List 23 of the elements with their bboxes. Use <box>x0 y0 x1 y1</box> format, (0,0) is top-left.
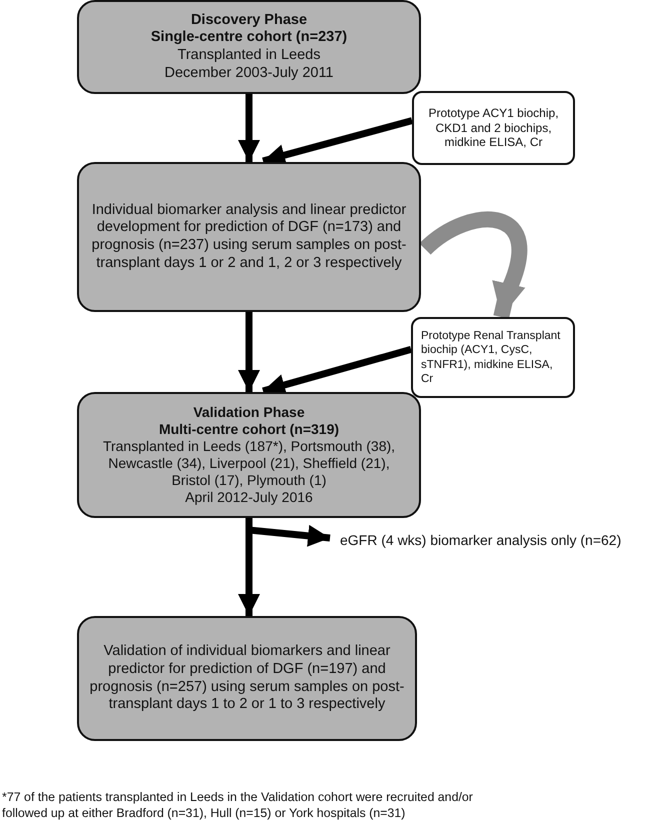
footnote: *77 of the patients transplanted in Leeds in the Validation cohort were recruited and/or followed up at either Bradford (n=31), Hull (n=15) or York hospitals (n=31) <box>2 790 474 821</box>
box-text: eGFR (4 wks) biomarker analysis only (n=62) <box>340 532 622 550</box>
box-heading: Multi-centre cohort (n=319) <box>158 420 340 438</box>
box-text: Prototype ACY1 biochip, CKD1 and 2 biochips, midkine ELISA, Cr <box>427 106 560 150</box>
box-text: Transplanted in Leeds <box>176 47 322 65</box>
arrow <box>238 94 260 162</box>
box-text: Individual biomarker analysis and linear predictor development for prediction of DGF (n=173) and prognosis (n=237) using serum samples on post-transplant days 1 or 2 and 1, 2 or 3 respectively <box>90 202 408 272</box>
arrow <box>420 212 527 319</box>
arrow <box>238 312 260 392</box>
process-box <box>77 616 417 741</box>
input-box <box>412 91 575 165</box>
box-text: December 2003-July 2011 <box>164 64 334 82</box>
box-heading: Discovery Phase <box>190 12 308 30</box>
box-text: Validation of individual biomarkers and linear predictor for prediction of DGF (n=197) and prognosis (n=257) using serum samples on post-transplant days 1 to 2 or 1 to 3 respectively <box>88 643 406 714</box>
box-text: April 2012-July 2016 <box>184 489 314 506</box>
process-box <box>77 392 421 518</box>
process-box <box>77 162 421 312</box>
process-box <box>77 0 421 94</box>
input-box <box>411 317 575 398</box>
box-heading: Single-centre cohort (n=237) <box>150 29 348 47</box>
box-text: Prototype Renal Transplant biochip (ACY1, CysC, sTNFR1), midkine ELISA, Cr <box>421 329 562 386</box>
box-heading: Validation Phase <box>192 404 306 421</box>
box-text: Transplanted in Leeds (187*), Portsmouth (38), Newcastle (34), Liverpool (21), Sheffield (21), Bristol (17), Plymouth (1) <box>102 438 396 490</box>
